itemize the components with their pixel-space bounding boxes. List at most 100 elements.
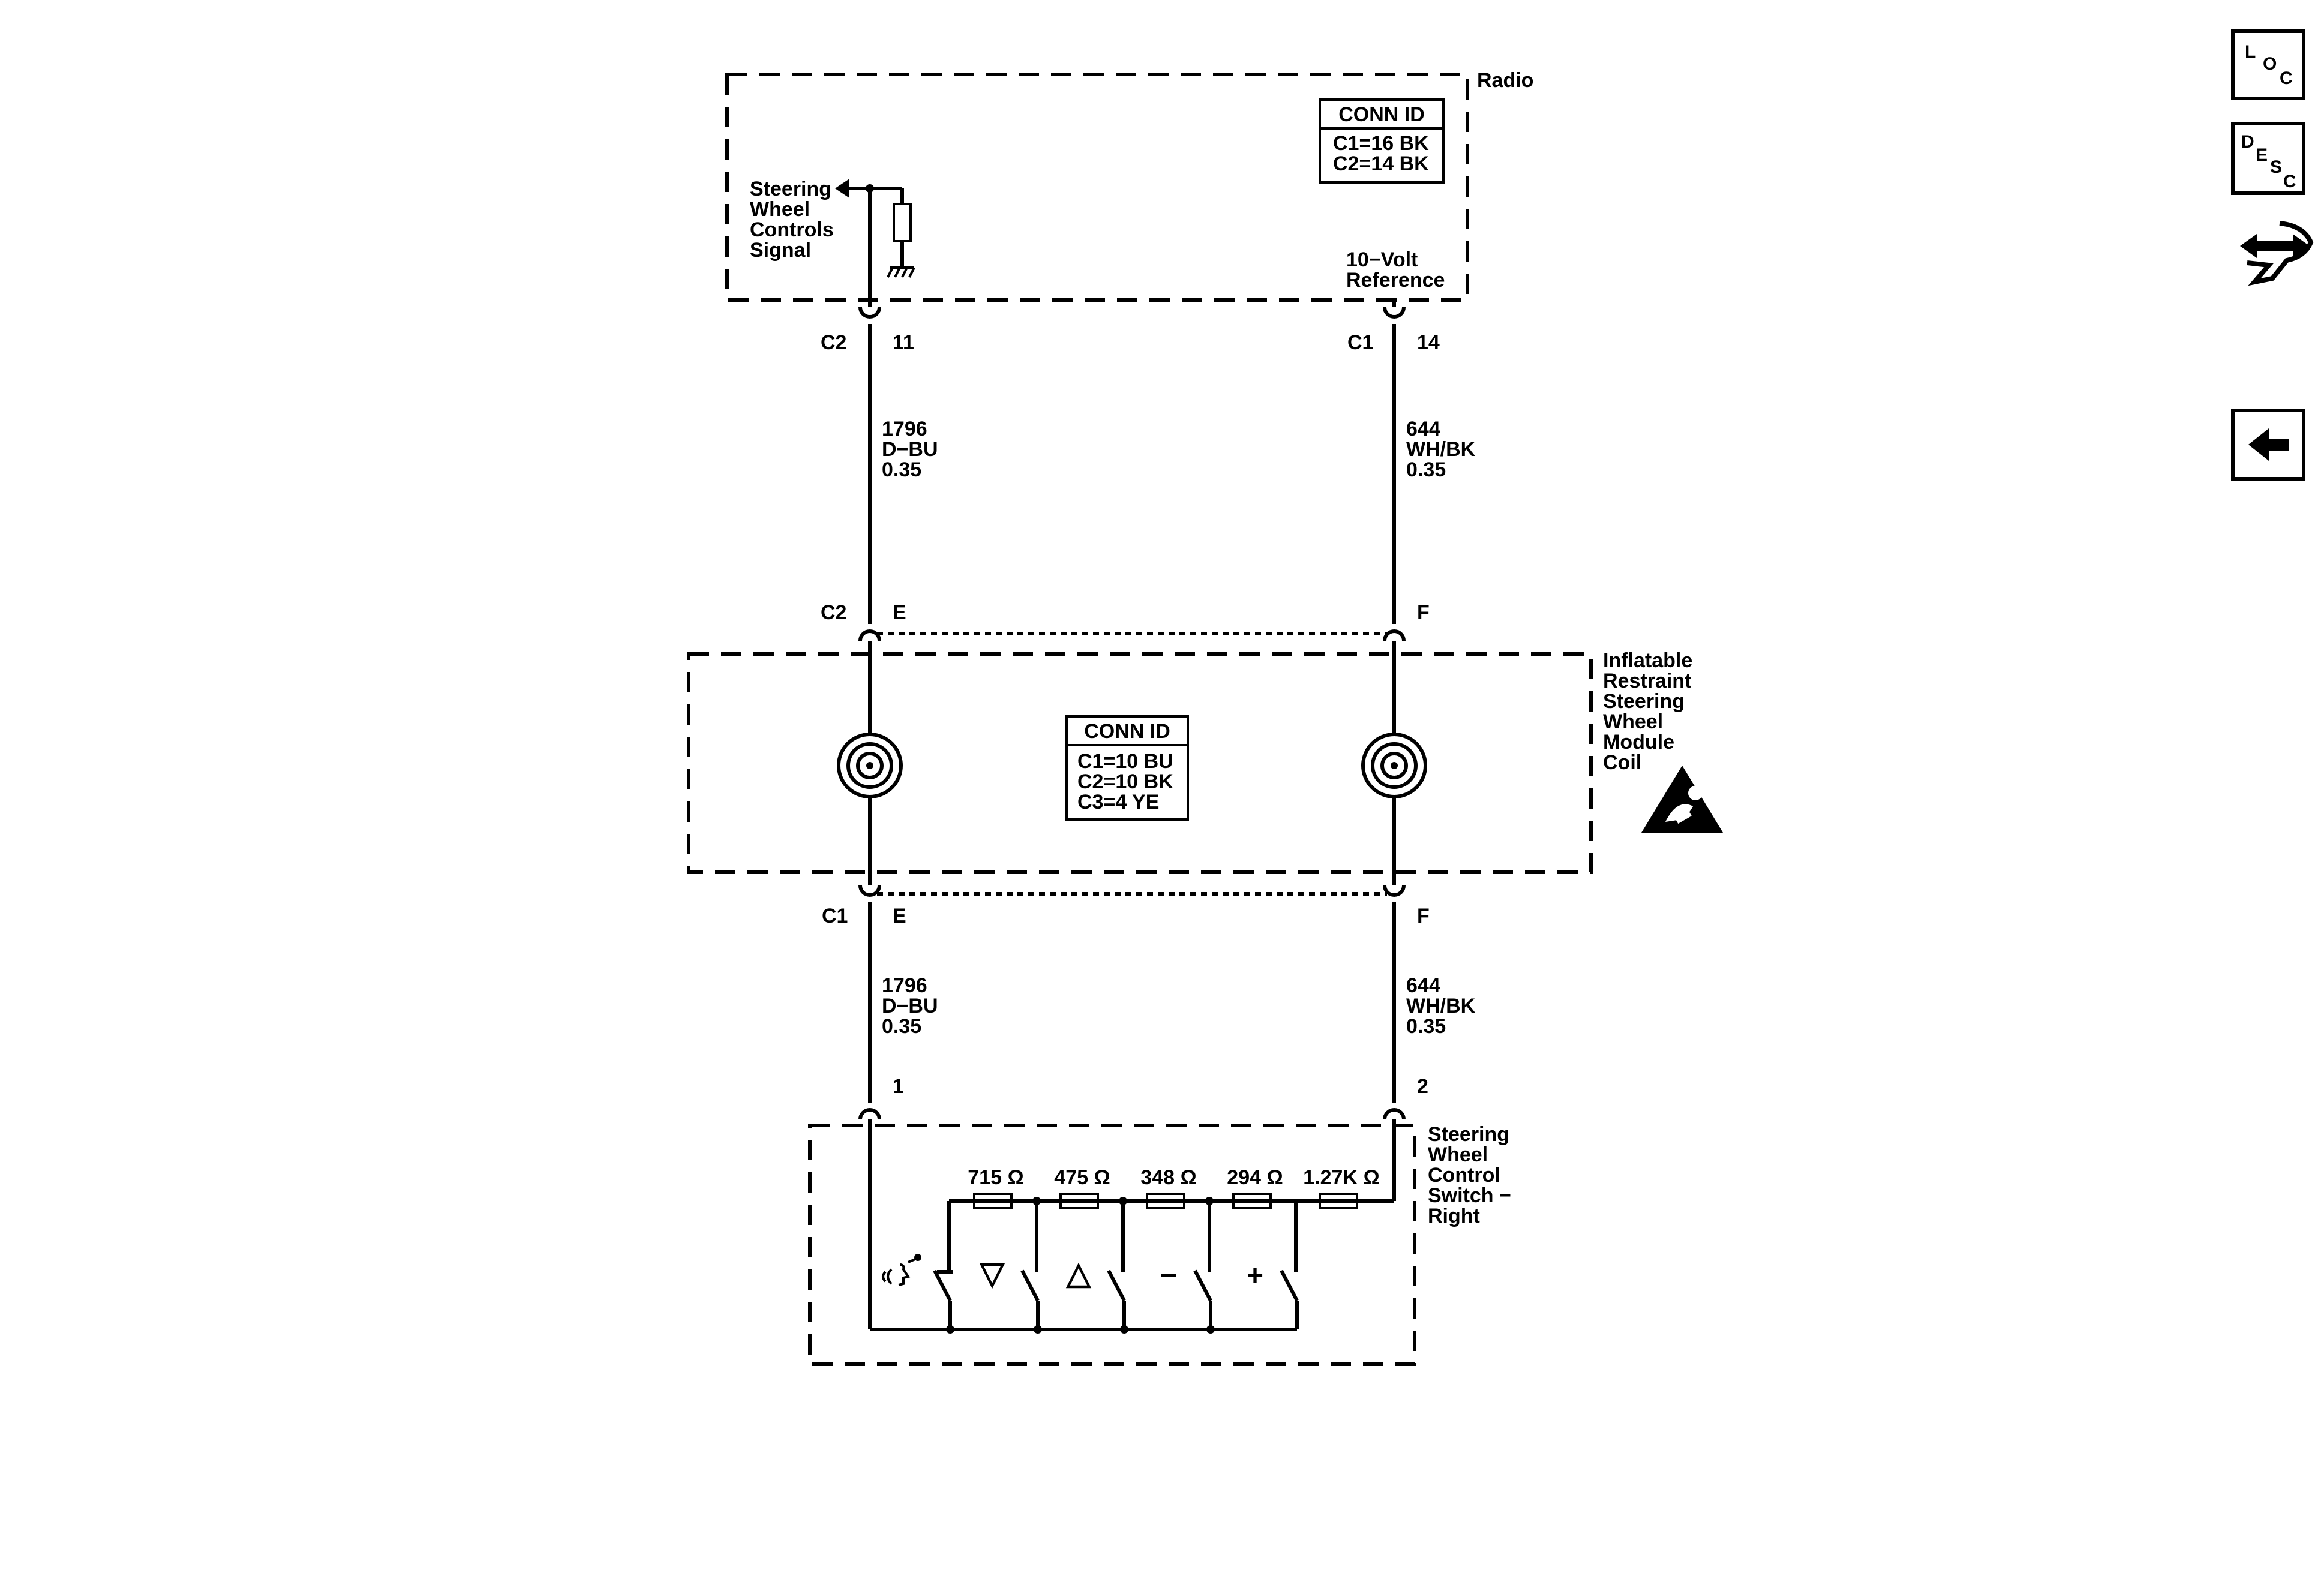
wire-color: D−BU <box>882 995 938 1017</box>
wire-labels: 1796 D−BU 0.35 644 WH/BK 0.35 1796 D−BU … <box>882 418 1476 1038</box>
resistor-icon <box>893 203 912 242</box>
wire-circuit-number: 1796 <box>882 418 927 440</box>
back-arrow-icon <box>2248 428 2289 461</box>
coil-conn-id-line: C3=4 YE <box>1077 791 1159 813</box>
loc-button[interactable]: L O C <box>2231 29 2305 100</box>
wire-color: D−BU <box>882 438 938 461</box>
resistor-value: 1.27K Ω <box>1303 1166 1379 1189</box>
resistor-icon <box>1146 1193 1185 1209</box>
desc-button[interactable]: D E S C <box>2231 122 2305 195</box>
resistor-value: 348 Ω <box>1140 1166 1196 1189</box>
radio-boundary <box>725 73 1469 302</box>
svg-text:E: E <box>2256 145 2268 165</box>
connector-coil-top-left <box>858 629 881 641</box>
switch-component: Steering Wheel Control Switch − Right 71… <box>808 1123 1511 1366</box>
switch-name: Steering Wheel Control Switch − Right <box>1428 1123 1511 1227</box>
wire-gauge: 0.35 <box>1406 1015 1446 1038</box>
connector-symbols <box>858 307 1406 1120</box>
radio-conn-id-line: C2=14 BK <box>1333 152 1429 175</box>
wire-gauge: 0.35 <box>1406 458 1446 481</box>
harness-routing-button[interactable] <box>2240 221 2314 286</box>
bus-junctions <box>946 1325 1215 1334</box>
wire-circuit-number: 644 <box>1406 418 1440 440</box>
wire-circuit-number: 644 <box>1406 974 1440 997</box>
radio-conn-id-table: CONN ID C1=16 BK C2=14 BK <box>1319 98 1445 184</box>
svg-text:C: C <box>2283 172 2296 191</box>
voice-command-icon <box>882 1254 921 1286</box>
desc-icon: D E S C <box>2241 132 2296 191</box>
resistor-icon <box>1319 1193 1358 1209</box>
svg-text:Controls: Controls <box>750 218 834 241</box>
connector-radio-left <box>858 307 881 319</box>
connector-coil-bottom-right <box>1383 885 1406 897</box>
pin-label: F <box>1417 905 1430 927</box>
pin-label: 2 <box>1417 1075 1428 1098</box>
radio-name: Radio <box>1477 69 1533 92</box>
resistor-value: 715 Ω <box>968 1166 1023 1189</box>
wire-color: WH/BK <box>1406 995 1476 1017</box>
connector-switch-right <box>1383 1108 1406 1120</box>
connector-coil-top-right <box>1383 629 1406 641</box>
steering-wheel-controls-signal-label: Steering Wheel Controls Signal <box>750 178 834 262</box>
coil-conn-id-line: C2=10 BK <box>1077 770 1173 793</box>
pin-label: 11 <box>893 331 914 354</box>
back-button[interactable] <box>2231 409 2305 481</box>
volume-up-button-glyph: △ <box>1065 1256 1092 1291</box>
clockspring-icon <box>837 733 903 798</box>
connector-label: C1 <box>822 905 848 927</box>
pin-label: 1 <box>893 1075 904 1098</box>
svg-text:Reference: Reference <box>1346 269 1445 292</box>
svg-text:L: L <box>2245 42 2256 62</box>
clockspring-icon <box>1361 733 1427 798</box>
svg-text:Wheel: Wheel <box>1603 710 1663 733</box>
coil-name: Inflatable Restraint Steering Wheel Modu… <box>1603 649 1692 774</box>
svg-text:Steering: Steering <box>1428 1123 1509 1146</box>
harness-routing-icon <box>2240 221 2314 286</box>
svg-text:C: C <box>2280 68 2293 88</box>
signal-arrow-icon <box>835 179 902 198</box>
svg-text:Switch −: Switch − <box>1428 1184 1511 1207</box>
resistor-value: 475 Ω <box>1054 1166 1110 1189</box>
ladder-drops <box>947 1197 1298 1272</box>
resistor-icon <box>1059 1193 1099 1209</box>
pin-label: 14 <box>1417 331 1440 354</box>
connector-radio-right <box>1383 307 1406 319</box>
connector-label: C2 <box>821 331 846 354</box>
pin-label: E <box>893 905 906 927</box>
coil-boundary <box>687 652 1593 874</box>
svg-text:Signal: Signal <box>750 239 811 262</box>
svg-text:Wheel: Wheel <box>750 198 810 221</box>
coil-conn-id-title: CONN ID <box>1084 720 1170 743</box>
connector-labels: C2 11 C1 14 C2 E F C1 E F 1 2 <box>821 331 1440 1098</box>
switch-contacts <box>933 1269 1299 1329</box>
resistor-value: 294 Ω <box>1227 1166 1283 1189</box>
ground-icon <box>887 266 915 278</box>
loc-icon: L O C <box>2245 42 2293 88</box>
svg-text:D: D <box>2241 132 2254 152</box>
wire-circuit-number: 1796 <box>882 974 927 997</box>
pin-label: F <box>1417 601 1430 624</box>
resistor-icon <box>1232 1193 1272 1209</box>
resistor-labels: 715 Ω 475 Ω 348 Ω 294 Ω 1.27K Ω <box>968 1166 1379 1189</box>
connector-label: C2 <box>821 601 846 624</box>
connector-switch-left <box>858 1108 881 1120</box>
coil-conn-id-line: C1=10 BU <box>1077 750 1173 773</box>
radio-conn-id-line: C1=16 BK <box>1333 132 1429 155</box>
pin-label: E <box>893 601 906 624</box>
svg-text:Steering: Steering <box>750 178 831 200</box>
svg-text:10−Volt: 10−Volt <box>1346 248 1418 271</box>
wire-gauge: 0.35 <box>882 458 921 481</box>
resistor-icon <box>973 1193 1013 1209</box>
svg-text:Steering: Steering <box>1603 690 1685 713</box>
svg-text:Coil: Coil <box>1603 751 1641 774</box>
airbag-warning-icon <box>1641 766 1723 833</box>
wire-color: WH/BK <box>1406 438 1476 461</box>
radio-conn-id-title: CONN ID <box>1338 103 1425 126</box>
connector-label: C1 <box>1347 331 1373 354</box>
svg-text:O: O <box>2263 54 2277 74</box>
radio-component: Radio CONN ID C1=16 BK C2=14 BK Steering… <box>725 69 1533 302</box>
connector-coil-bottom-left <box>858 885 881 897</box>
svg-text:Module: Module <box>1603 731 1674 754</box>
minus-button-glyph: − <box>1160 1260 1177 1292</box>
svg-text:Wheel: Wheel <box>1428 1143 1488 1166</box>
